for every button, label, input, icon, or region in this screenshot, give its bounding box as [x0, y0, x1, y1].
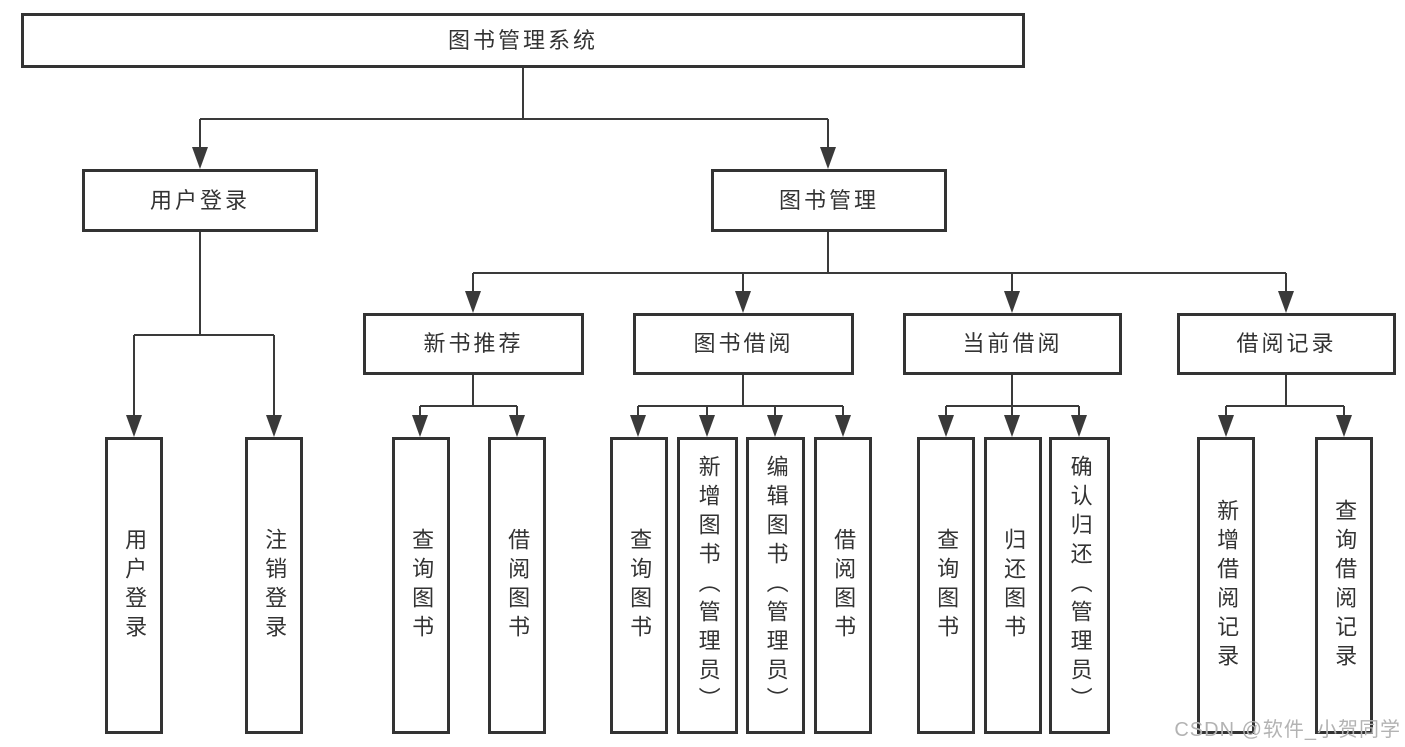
node-label: 查询借阅记录	[1332, 498, 1358, 673]
node-label: 查询图书	[627, 527, 653, 644]
leaf-edit-book-admin: 编辑图书（管理员）	[746, 437, 805, 734]
leaf-user-login: 用户登录	[105, 437, 163, 734]
node-label: 新书推荐	[423, 331, 524, 356]
node-new-book-recommend: 新书推荐	[363, 313, 584, 375]
node-label: 归还图书	[1001, 527, 1027, 644]
node-label: 确认归还（管理员）	[1067, 455, 1093, 716]
leaf-logout: 注销登录	[245, 437, 303, 734]
leaf-add-book-admin: 新增图书（管理员）	[677, 437, 738, 734]
node-label: 新增借阅记录	[1214, 498, 1240, 673]
node-book-borrowing: 图书借阅	[633, 313, 854, 375]
node-current-borrowing: 当前借阅	[903, 313, 1122, 375]
leaf-borrow-books-recommend: 借阅图书	[488, 437, 546, 734]
node-label: 查询图书	[409, 527, 435, 644]
leaf-borrow-books: 借阅图书	[814, 437, 872, 734]
node-label: 图书管理系统	[447, 27, 598, 53]
node-label: 图书借阅	[693, 331, 794, 356]
leaf-query-books-borrowing: 查询图书	[610, 437, 668, 734]
leaf-query-books-current: 查询图书	[917, 437, 975, 734]
node-label: 借阅图书	[831, 527, 857, 644]
node-label: 编辑图书（管理员）	[763, 455, 789, 716]
node-library-system: 图书管理系统	[21, 13, 1025, 68]
node-label: 当前借阅	[962, 331, 1063, 356]
node-label: 注销登录	[262, 527, 288, 644]
node-label: 用户登录	[122, 527, 148, 644]
node-label: 用户登录	[149, 187, 250, 213]
node-label: 查询图书	[934, 527, 960, 644]
leaf-confirm-return-admin: 确认归还（管理员）	[1049, 437, 1110, 734]
node-borrowing-records: 借阅记录	[1177, 313, 1396, 375]
node-book-management: 图书管理	[711, 169, 947, 232]
leaf-add-borrow-record: 新增借阅记录	[1197, 437, 1255, 734]
csdn-watermark: CSDN @软件_小贺同学	[1174, 719, 1401, 741]
node-label: 图书管理	[778, 187, 879, 213]
leaf-query-borrow-record: 查询借阅记录	[1315, 437, 1373, 734]
node-user-login: 用户登录	[82, 169, 318, 232]
node-label: 借阅记录	[1236, 331, 1337, 356]
leaf-return-books: 归还图书	[984, 437, 1042, 734]
node-label: 新增图书（管理员）	[695, 455, 721, 716]
leaf-query-books-recommend: 查询图书	[392, 437, 450, 734]
node-label: 借阅图书	[505, 527, 531, 644]
